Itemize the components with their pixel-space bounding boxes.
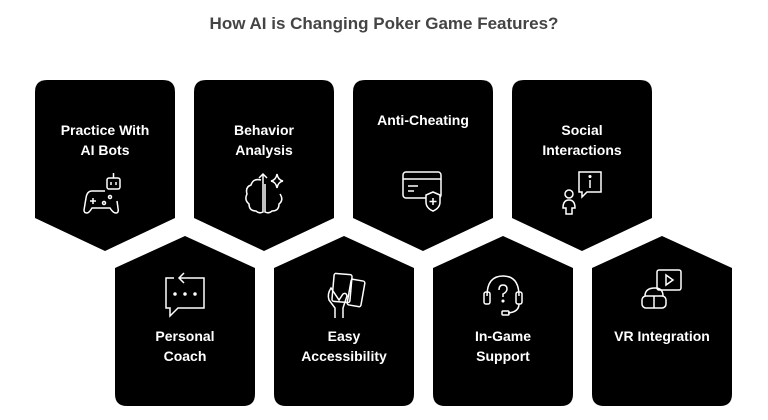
label-line: Easy [327,328,361,344]
label-line: Analysis [235,142,293,158]
label-line: In-Game [474,328,531,344]
gamepad-robot-icon [83,173,121,214]
label-line: Practice With [60,122,150,138]
card-shield-icon [402,171,442,212]
vr-headset-play-icon [641,269,682,309]
page-title: How AI is Changing Poker Game Features? [209,14,559,33]
brain-sparkle-icon [245,172,284,214]
label-line: Coach [163,348,207,364]
label-line: AI Bots [80,142,130,158]
card-shape [353,80,493,251]
label-line: Accessibility [301,348,387,364]
person-info-bubble-icon [562,171,602,215]
label-line: VR Integration [614,328,710,344]
card-shape [433,236,573,406]
card-shape [512,80,652,251]
card-shape [194,80,334,251]
card-anti-cheating: Anti-Cheating [353,80,493,251]
chat-return-icon [165,272,205,318]
label-line: Anti-Cheating [377,112,469,128]
card-label: Practice With AI Bots [35,120,175,160]
card-shape [35,80,175,251]
label-line: Support [476,348,530,364]
card-vr-integration: VR Integration [592,236,732,406]
card-shape [274,236,414,406]
card-practice-with-ai-bots: Practice With AI Bots [35,80,175,251]
label-line: Behavior [234,122,294,138]
card-label: Anti-Cheating [353,110,493,130]
label-line: Interactions [542,142,622,158]
label-line: Social [561,122,603,138]
label-line: Personal [155,328,215,344]
hand-cards-icon [327,272,366,318]
card-label: VR Integration [592,326,732,346]
card-shape [115,236,255,406]
headset-question-icon [483,275,523,316]
card-shape [592,236,732,406]
